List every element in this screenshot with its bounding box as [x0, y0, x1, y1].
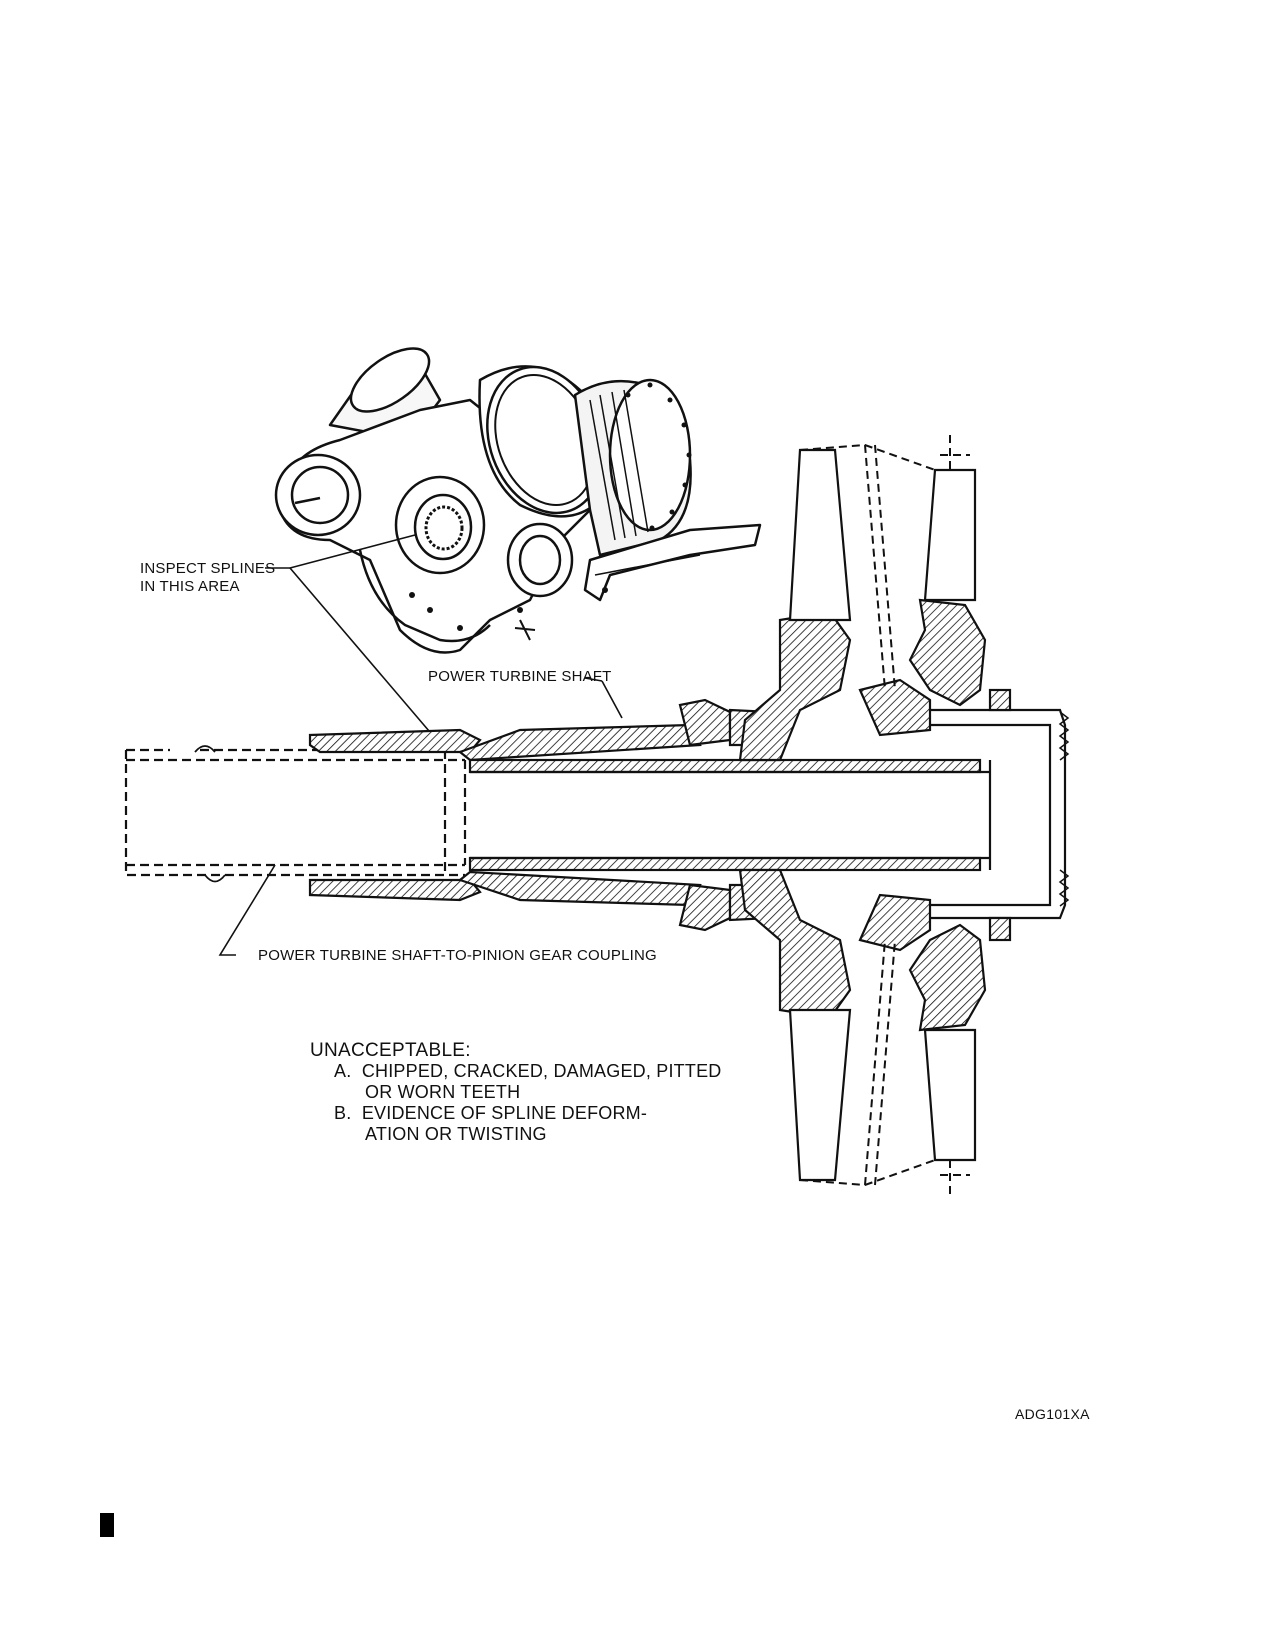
- acceptance-criteria: UNACCEPTABLE: A. CHIPPED, CRACKED, DAMAG…: [310, 1040, 721, 1145]
- inspect-splines-label: INSPECT SPLINES IN THIS AREA: [140, 560, 276, 595]
- coupling-label: POWER TURBINE SHAFT-TO-PINION GEAR COUPL…: [258, 947, 657, 964]
- turbine-disk-upper: [738, 448, 987, 762]
- page-marker-block: [100, 1513, 114, 1537]
- turbine-disk-upper-dashed: [799, 435, 970, 691]
- turbine-disk-lower: [738, 868, 987, 1182]
- leader-lines: [218, 534, 623, 956]
- figure-code: ADG101XA: [1015, 1406, 1090, 1422]
- pinion-gear-coupling: [124, 748, 467, 877]
- gearbox-housing-illustration: [274, 347, 762, 654]
- power-turbine-shaft: [308, 688, 1070, 942]
- criteria-heading: UNACCEPTABLE:: [310, 1040, 471, 1061]
- power-turbine-shaft-label: POWER TURBINE SHAFT: [428, 668, 612, 685]
- criteria-item-a-cont: OR WORN TEETH: [365, 1082, 521, 1102]
- turbine-disk-lower-dashed: [799, 939, 970, 1195]
- criteria-item-b-cont: ATION OR TWISTING: [365, 1124, 547, 1144]
- criteria-item-a: A. CHIPPED, CRACKED, DAMAGED, PITTED: [334, 1061, 722, 1081]
- criteria-item-b: B. EVIDENCE OF SPLINE DEFORM-: [334, 1103, 648, 1123]
